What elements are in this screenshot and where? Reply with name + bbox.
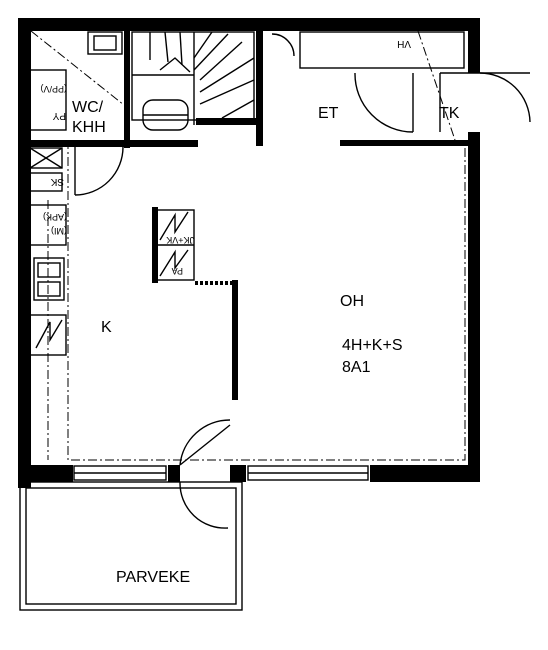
room-label-wc: WC/ xyxy=(72,99,104,116)
apartment-type: 4H+K+S xyxy=(342,337,402,354)
ceiling-lines xyxy=(30,30,466,461)
room-label-parveke: PARVEKE xyxy=(116,569,190,586)
stairs xyxy=(131,31,255,125)
room-label-oh: OH xyxy=(340,293,364,310)
room-label-khh: KHH xyxy=(72,119,106,136)
room-label-et: ET xyxy=(318,105,339,122)
interior-walls xyxy=(28,28,470,400)
room-label-tk: TK xyxy=(439,105,460,122)
fixture-label-mi: (MI) xyxy=(51,226,67,236)
fixture-label-pa: PA xyxy=(172,266,183,276)
fixture-label-vh: VH xyxy=(397,38,411,49)
fixture-label-apk: (APK) xyxy=(43,212,67,222)
doors xyxy=(74,33,531,529)
exterior-walls xyxy=(18,18,480,488)
balcony xyxy=(19,481,243,611)
room-labels: WC/ KHH ET TK K OH 4H+K+S 8A1 PARVEKE xyxy=(72,99,460,586)
fixtures xyxy=(29,31,479,356)
fixture-label-py: PY xyxy=(52,110,66,121)
fixture-labels: VH (PP/V) PY SK (APK) (MI) JK+VK PA xyxy=(40,38,411,276)
fixture-label-jk-vk: JK+VK xyxy=(166,235,194,245)
fixture-label-pp-v: (PP/V) xyxy=(40,84,67,94)
room-label-k: K xyxy=(101,319,112,336)
windows xyxy=(73,465,369,481)
fixture-label-sk: SK xyxy=(50,176,64,187)
apartment-id: 8A1 xyxy=(342,359,371,376)
